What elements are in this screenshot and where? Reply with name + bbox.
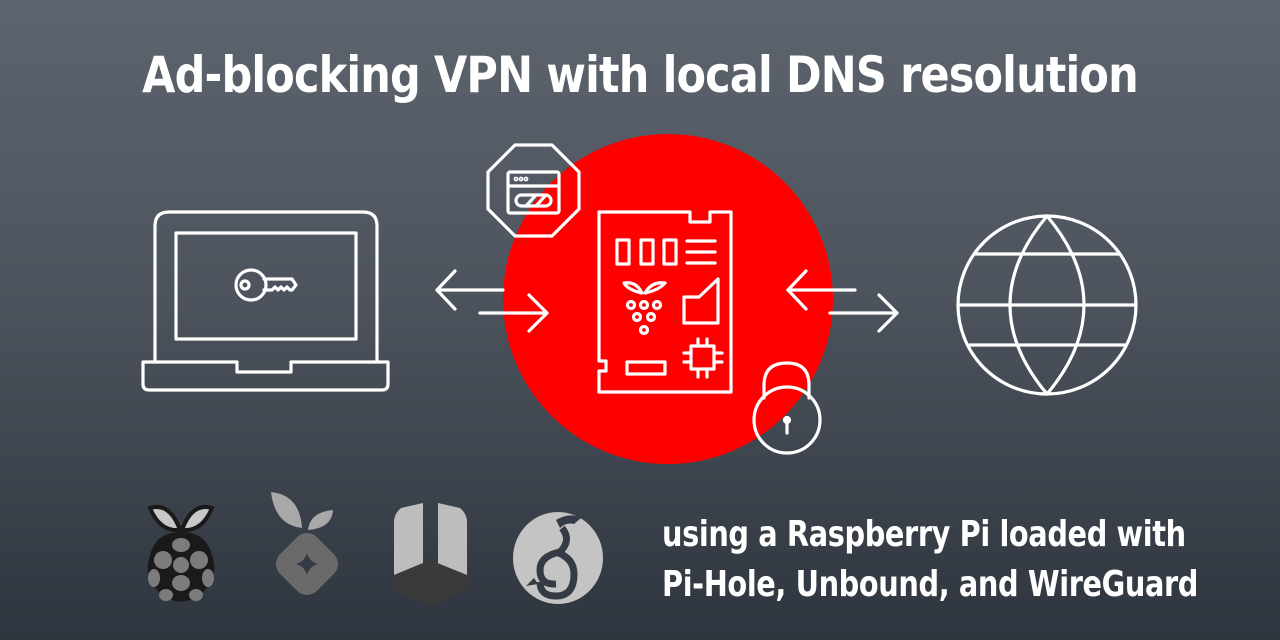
globe-icon (956, 214, 1138, 396)
unbound-logo-icon (394, 503, 467, 606)
subtitle-line-1: using a Raspberry Pi loaded with (662, 514, 1186, 555)
padlock-icon (752, 361, 822, 455)
subtitle: using a Raspberry Pi loaded with Pi-Hole… (662, 510, 1199, 610)
wireguard-logo-icon (513, 512, 603, 604)
raspberry-pi-logo-icon (147, 505, 215, 602)
page-title: Ad-blocking VPN with local DNS resolutio… (142, 46, 1139, 104)
ad-block-octagon-icon (486, 143, 581, 238)
pihole-logo-icon (271, 492, 338, 595)
raspberry-pi-board-icon (597, 210, 733, 394)
bidirectional-arrows-icon (786, 269, 899, 333)
key-icon (234, 268, 298, 302)
subtitle-line-2: Pi-Hole, Unbound, and WireGuard (662, 564, 1199, 605)
laptop-key-icon (141, 210, 390, 392)
bidirectional-arrows-icon (435, 269, 549, 333)
raspberry-glyph-icon (622, 281, 667, 336)
raspberry-pi-highlight-circle (503, 134, 833, 464)
